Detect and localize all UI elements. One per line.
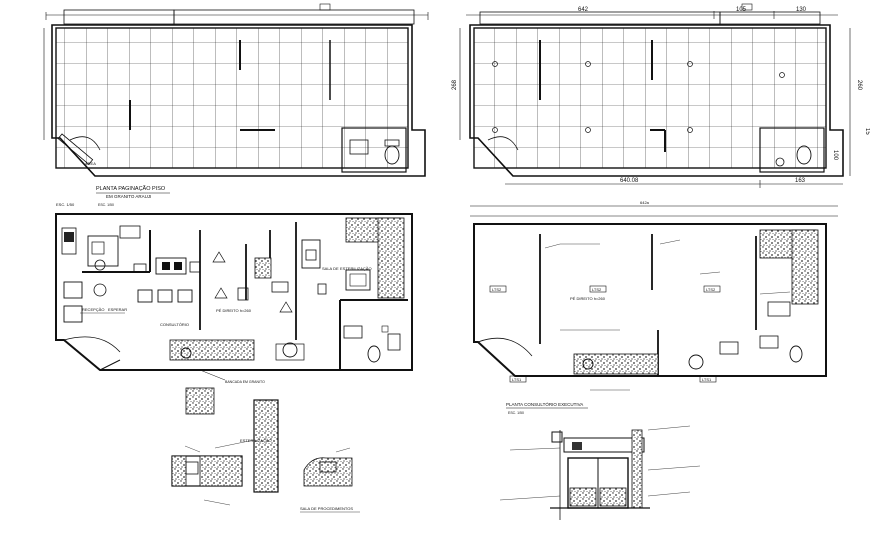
label-area: ÁREA	[85, 161, 96, 166]
dim-bottom-b: 163	[795, 178, 806, 184]
label-bancada: BANCADA EM GRANITO	[225, 380, 265, 384]
label-sala-procedimentos: SALA DE PROCEDIMENTOS	[300, 506, 353, 511]
floor-plan-title: PLANTA PAGINAÇÃO PISO	[96, 185, 166, 192]
tag-1: LTS2	[492, 287, 502, 292]
dim-bottom-a: 640.08	[620, 178, 639, 184]
tag-4: LTS1	[512, 377, 522, 382]
dim-right-c: 15	[864, 128, 870, 135]
dim-top-c: 130	[796, 7, 807, 13]
dim-right-b: 100	[832, 150, 838, 161]
label-consultorio: CONSULTÓRIO	[160, 322, 189, 327]
executive-plan-title: PLANTA CONSULTÓRIO EXECUTIVA	[506, 401, 583, 407]
dim-left: 268	[452, 79, 458, 90]
wall-section-detail	[499, 425, 701, 520]
ceiling-plan: 642 105 130 268 260 100 15	[452, 3, 870, 188]
label-esterilizacao-detail: ESTERILIZAÇÃO	[240, 438, 272, 443]
dim-top-a: 642	[578, 7, 589, 13]
dim-exec-top: 642a	[640, 200, 650, 205]
floor-tiling-plan: ÁREA PLANTA PAGINAÇÃO PISO EM GRANITO AR…	[43, 3, 429, 207]
furniture-layout-plan: RECEPÇÃO ESPERAR CONSULTÓRIO PÉ DIREITO …	[55, 202, 413, 384]
label-esperar: ESPERAR	[108, 307, 127, 312]
label-pe-direito-right: PÉ DIREITO h=260	[570, 296, 606, 301]
executive-plan-scale: ESC. 1/50	[508, 411, 524, 415]
dim-right-a: 260	[856, 80, 862, 91]
label-pe-direito-left: PÉ DIREITO h=260	[216, 308, 252, 313]
tag-3: LTS2	[706, 287, 716, 292]
label-sala-mid: SALA DE	[322, 266, 339, 271]
tag-5: LTS1	[702, 377, 712, 382]
floor-plan-subtitle: EM GRANITO ARAUJI	[106, 194, 151, 199]
dim-top-b: 105	[736, 7, 747, 13]
label-esterilizacao-mid: ESTERILIZAÇÃO	[340, 266, 372, 271]
label-recepcao: RECEPÇÃO	[82, 307, 104, 312]
tag-2: LTS2	[592, 287, 602, 292]
executive-plan: 642a LTS2 LTS2 LTS2 LTS1 LTS1 PÉ DIREITO…	[470, 200, 838, 415]
floor-plan-scale: ESC. 1/50	[98, 203, 114, 207]
counter-details: ESTERILIZAÇÃO SALA DE PROCEDIMENTOS	[171, 387, 360, 513]
label-scale-mid-left: ESC. 1/50	[56, 202, 75, 207]
